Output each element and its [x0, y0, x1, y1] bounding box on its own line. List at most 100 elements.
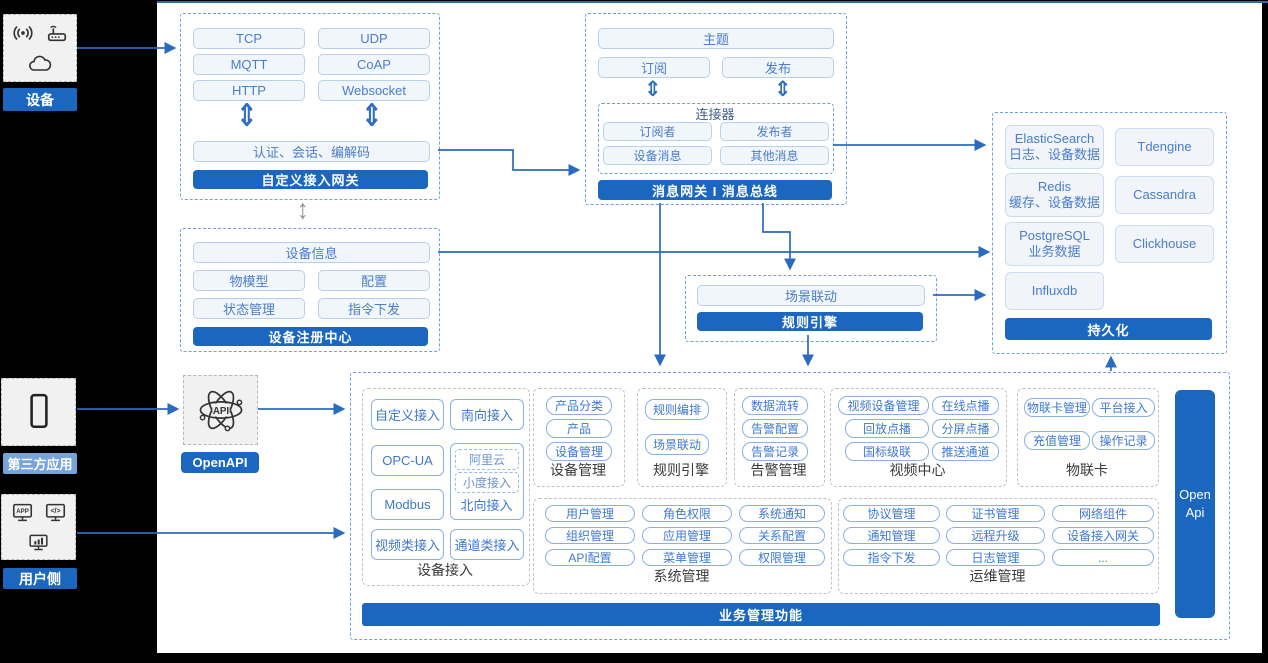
store-name: Influxdb — [1031, 282, 1078, 298]
connector-pill: 发布者 — [720, 122, 829, 141]
registry-pill: 配置 — [318, 270, 430, 291]
auth-session-codec-pill: 认证、会话、编解码 — [193, 141, 430, 162]
func-pill: 通知管理 — [843, 527, 940, 544]
device-registry-title-bar: 设备注册中心 — [193, 327, 428, 346]
func-pill: 指令下发 — [843, 549, 940, 566]
device-access-label: 设备接入 — [417, 562, 473, 578]
func-pill: 告警配置 — [742, 419, 808, 438]
func-pill: 规则编排 — [645, 399, 709, 420]
user-side-icon-box: APP </> — [1, 494, 76, 560]
func-pill: API配置 — [545, 549, 635, 566]
func-group-label: 物联卡 — [1066, 462, 1108, 478]
phone-icon — [29, 393, 48, 429]
device-label: 设备 — [3, 88, 77, 111]
func-group-label: 视频中心 — [889, 462, 946, 478]
func-pill: 日志管理 — [946, 549, 1045, 566]
open-api-bar: Open Api — [1175, 390, 1215, 618]
double-arrow-icon: ⇕ — [774, 78, 792, 101]
store-name: Clickhouse — [1132, 235, 1197, 251]
svg-text:</>: </> — [50, 508, 60, 515]
scene-linkage-pill: 场景联动 — [697, 285, 925, 306]
func-pill: 推送通道 — [932, 442, 999, 461]
store-name: PostgreSQL — [1019, 227, 1090, 243]
custom-gateway-title-bar: 自定义接入网关 — [193, 170, 428, 189]
access-pill: 南向接入 — [450, 399, 524, 430]
topic-pill: 主题 — [598, 28, 834, 49]
func-group-label: 规则引擎 — [653, 462, 709, 478]
double-arrow-icon: ⇕ — [644, 78, 662, 101]
func-pill: 菜单管理 — [642, 549, 732, 566]
double-arrow-icon: ⇕ — [236, 97, 258, 133]
message-bus-title-bar: 消息网关 I 消息总线 — [598, 180, 832, 200]
store-pill: PostgreSQL 业务数据 — [1005, 222, 1104, 266]
func-pill: 场景联动 — [645, 434, 709, 455]
store-pill: Clickhouse — [1115, 225, 1214, 263]
svg-text:API: API — [212, 406, 229, 417]
func-pill: 角色权限 — [642, 505, 732, 522]
func-pill: 国标级联 — [845, 442, 929, 461]
protocol-pill: Websocket — [318, 80, 430, 101]
access-pill: OPC-UA — [371, 445, 444, 476]
code-window-icon: </> — [45, 503, 65, 521]
func-pill: 操作记录 — [1092, 431, 1155, 450]
publish-pill: 发布 — [722, 57, 834, 78]
north-access-label: 北向接入 — [460, 497, 513, 513]
registry-pill: 物模型 — [193, 270, 305, 291]
func-pill: 网络组件 — [1052, 505, 1154, 522]
func-pill: 设备接入网关 — [1052, 527, 1154, 544]
registry-pill: 指令下发 — [318, 298, 430, 319]
store-pill: Tdengine — [1115, 128, 1214, 166]
openapi-icon-box: API — [183, 375, 258, 445]
store-name: Cassandra — [1133, 186, 1196, 202]
connector-title: 连接器 — [695, 106, 735, 122]
access-pill: 视频类接入 — [371, 529, 444, 560]
device-icon-box — [3, 14, 77, 82]
func-group-label: 告警管理 — [750, 462, 807, 478]
double-arrow-icon: ⇕ — [361, 97, 383, 133]
protocol-pill: TCP — [193, 28, 305, 49]
router-icon — [47, 25, 67, 42]
func-pill: 告警记录 — [742, 442, 808, 461]
func-pill: 回放点播 — [845, 419, 929, 438]
store-name: Redis — [1037, 178, 1072, 194]
app-window-icon: APP — [12, 503, 32, 521]
persistence-title-bar: 持久化 — [1005, 318, 1212, 340]
north-cloud-pill: 小度接入 — [455, 472, 519, 493]
func-pill: 数据流转 — [742, 396, 808, 415]
third-party-icon-box — [1, 378, 76, 446]
registry-pill: 状态管理 — [193, 298, 305, 319]
func-pill: 充值管理 — [1024, 431, 1090, 450]
func-pill: 产品分类 — [546, 396, 612, 415]
func-pill: 协议管理 — [843, 505, 940, 522]
func-pill: 组织管理 — [545, 527, 635, 544]
user-side-label: 用户侧 — [3, 568, 77, 589]
connector-pill: 设备消息 — [603, 146, 712, 165]
svg-text:APP: APP — [16, 508, 29, 515]
connector-pill: 其他消息 — [720, 146, 829, 165]
chart-monitor-icon — [29, 534, 48, 551]
func-pill: 平台接入 — [1092, 398, 1155, 417]
store-pill: Redis 缓存、设备数据 — [1005, 173, 1104, 217]
func-pill: 关系配置 — [739, 527, 825, 544]
func-group-label: 运维管理 — [969, 568, 1026, 584]
north-cloud-pill: 阿里云 — [455, 449, 519, 470]
protocol-pill: UDP — [318, 28, 430, 49]
rule-engine-title-bar: 规则引擎 — [697, 312, 923, 331]
subscribe-pill: 订阅 — [598, 57, 710, 78]
func-pill: 视频设备管理 — [838, 396, 929, 415]
func-pill: 产品 — [546, 419, 612, 438]
updown-arrow-icon: ↕ — [297, 193, 309, 225]
api-atom-icon: API — [199, 390, 242, 432]
business-footer-bar: 业务管理功能 — [362, 603, 1160, 626]
connector-pill: 订阅者 — [603, 122, 712, 141]
func-pill: 用户管理 — [545, 505, 635, 522]
protocol-pill: CoAP — [318, 54, 430, 75]
access-pill: 通道类接入 — [450, 529, 524, 560]
store-desc: 日志、设备数据 — [1008, 147, 1100, 162]
access-pill: Modbus — [371, 489, 444, 520]
func-pill: 远程升级 — [946, 527, 1045, 544]
func-pill: 应用管理 — [642, 527, 732, 544]
func-pill: 设备管理 — [546, 442, 612, 461]
store-desc: 缓存、设备数据 — [1008, 195, 1100, 210]
func-pill: ... — [1052, 549, 1154, 566]
